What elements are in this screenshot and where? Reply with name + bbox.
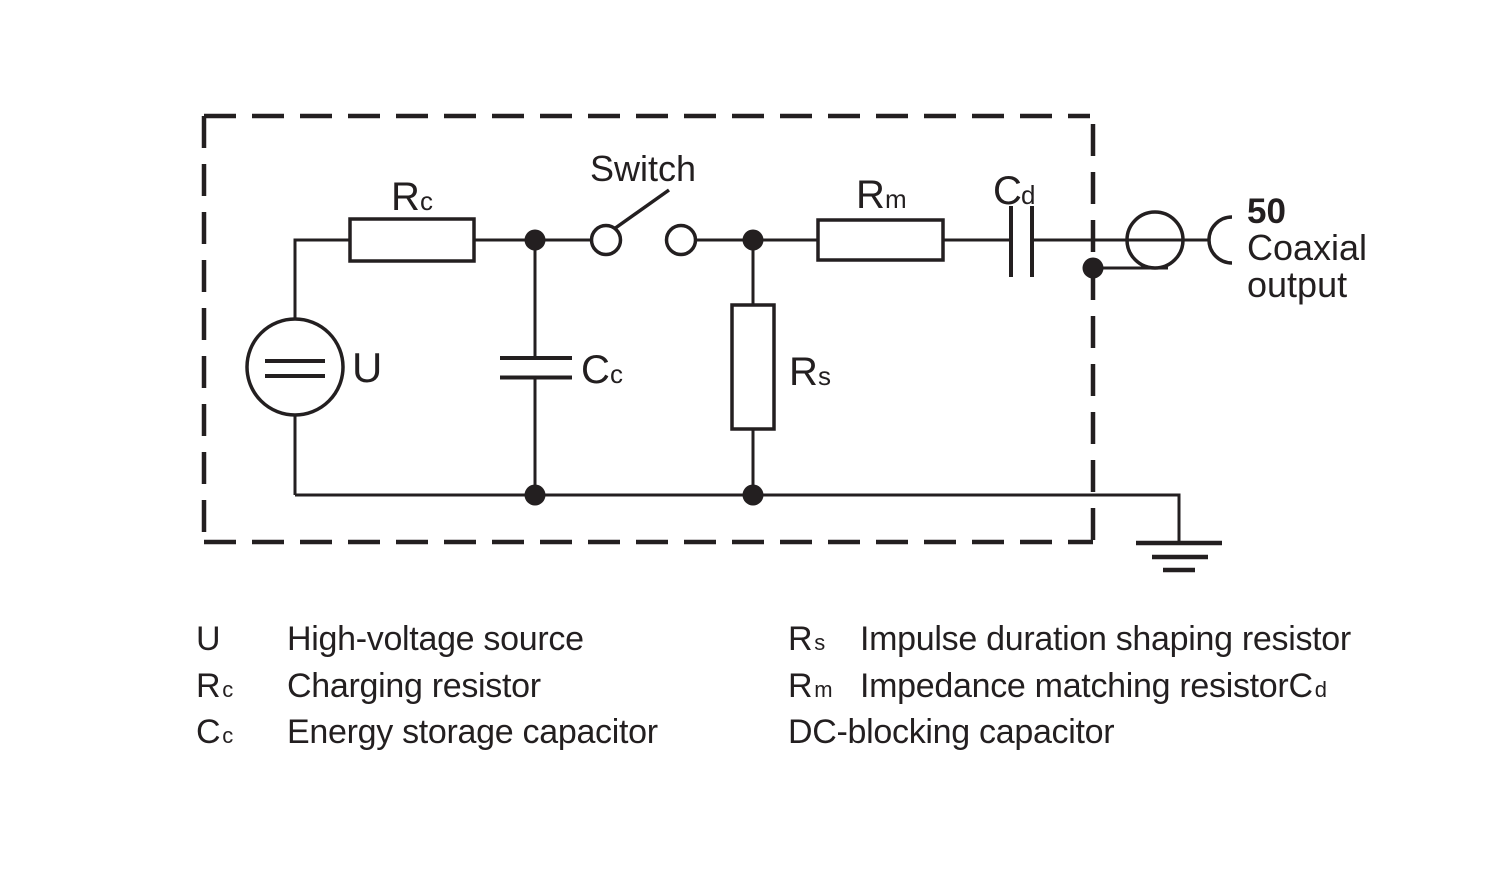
legend-key-main: R [788,666,813,705]
legend-right-column: Rs Impulse duration shaping resistor Rm … [788,618,1353,755]
switch-contact-right-icon [664,223,698,257]
output-label-line2: output [1247,264,1347,305]
legend-key: Rm [788,665,860,712]
dc-source-icon [245,317,345,417]
legend-key-main: R [788,620,813,658]
legend-key-main: R [196,666,221,705]
wire-source-to-rc [293,238,350,319]
output-impedance-label: 50 [1247,192,1286,231]
rm-label-sub: m [885,184,907,214]
legend-key-sub: c [222,676,233,702]
switch [589,188,698,257]
resistor-rs [730,303,776,431]
cc-label: C [581,348,610,392]
junction-dot [742,229,764,251]
cd-label-sub: d [1021,180,1035,210]
legend-row-cc: Cc Energy storage capacitor [196,711,658,758]
legend-desc-main: Impedance matching resistorC [860,666,1313,705]
junction-dot [524,229,546,251]
legend-key: Rs [788,618,860,665]
junction-dot [524,484,546,506]
wires [293,238,1209,543]
legend-desc: Charging resistor [287,666,541,705]
rc-label: R [391,175,420,219]
legend-desc: Impulse duration shaping resistor [860,618,1353,665]
enclosure-dashed-box [201,113,1096,545]
switch-contact-left-icon [589,223,623,257]
junction-dots [524,229,1104,506]
resistor-rm [816,218,945,262]
legend-desc: High-voltage source [287,620,584,658]
legend-desc-sub: d [1314,676,1327,702]
legend-key-sub: c [222,723,233,748]
legend-row-cd-desc: DC-blocking capacitor [788,711,1353,755]
legend-desc: Impedance matching resistorCd [860,665,1327,712]
legend-desc: DC-blocking capacitor [788,713,1115,751]
legend-key: Rc [196,665,287,712]
cd-label: C [993,169,1022,213]
resistor-rc [348,217,476,263]
legend-key-sub: s [814,630,825,655]
legend-desc: Energy storage capacitor [287,713,658,751]
hv-source [245,317,345,417]
rs-label-sub: s [818,361,831,391]
legend-desc-main: Impulse duration shaping resistor [860,620,1351,658]
legend-left-column: U High-voltage source Rc Charging resist… [196,618,658,758]
switch-label: Switch [590,148,696,189]
coax-connector [1125,210,1233,270]
source-label: U [352,344,382,391]
legend-key-main: U [196,620,221,658]
coax-connector-icon [1125,210,1185,270]
rm-label: R [856,173,885,217]
switch-lever-icon [612,188,671,231]
legend-row-rm: Rm Impedance matching resistorCd [788,665,1353,712]
rc-label-sub: c [420,186,433,216]
output-label-line1: Coaxial [1247,227,1367,268]
rs-label: R [789,350,818,394]
legend-key-main: C [196,713,221,751]
cc-label-sub: c [610,359,623,389]
legend-row-u: U High-voltage source [196,618,658,665]
ground-icon [1136,540,1222,573]
junction-dot [742,484,764,506]
coax-socket-arc-icon [1207,215,1233,265]
legend-key: U [196,618,287,665]
legend-row-rc: Rc Charging resistor [196,665,658,712]
legend-key-sub: m [814,676,833,702]
junction-dot [1082,257,1104,279]
legend-key: Cc [196,711,287,758]
ground-rail [295,493,1181,543]
capacitor-cd [1009,206,1034,277]
legend-row-rs: Rs Impulse duration shaping resistor [788,618,1353,665]
capacitor-cc [500,356,572,380]
